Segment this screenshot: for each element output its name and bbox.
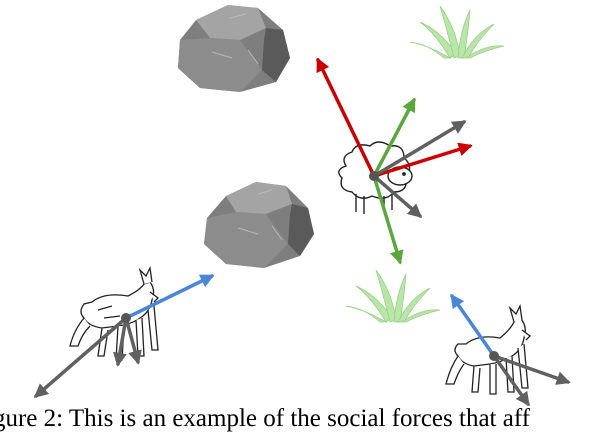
wolf-icon — [69, 265, 159, 361]
rock-icon — [204, 182, 314, 268]
green-force-arrow — [372, 174, 404, 265]
blue-force-arrow — [124, 274, 215, 320]
gray-force-arrow — [492, 354, 530, 407]
right-wolf-forces — [450, 293, 571, 407]
green-force-arrow — [372, 97, 416, 178]
grass-icon — [345, 269, 441, 323]
gray-force-arrow — [113, 316, 128, 367]
force-origin — [369, 171, 379, 181]
gray-force-arrow — [124, 316, 142, 365]
gray-force-arrow — [372, 120, 467, 178]
rock-icon — [178, 5, 290, 92]
force-origin — [121, 313, 131, 323]
force-origin — [489, 351, 499, 361]
red-force-arrow — [316, 57, 376, 178]
figure-caption: igure 2: This is an example of the socia… — [0, 405, 531, 432]
gray-force-arrow — [492, 354, 571, 385]
wolf-icon — [445, 303, 531, 395]
grass-icon — [409, 5, 505, 59]
sheep-forces — [316, 57, 473, 265]
left-wolf-forces — [33, 274, 215, 398]
gray-force-arrow — [33, 316, 128, 398]
blue-force-arrow — [450, 293, 496, 358]
gray-force-arrow — [372, 174, 423, 218]
red-force-arrow — [372, 142, 473, 178]
